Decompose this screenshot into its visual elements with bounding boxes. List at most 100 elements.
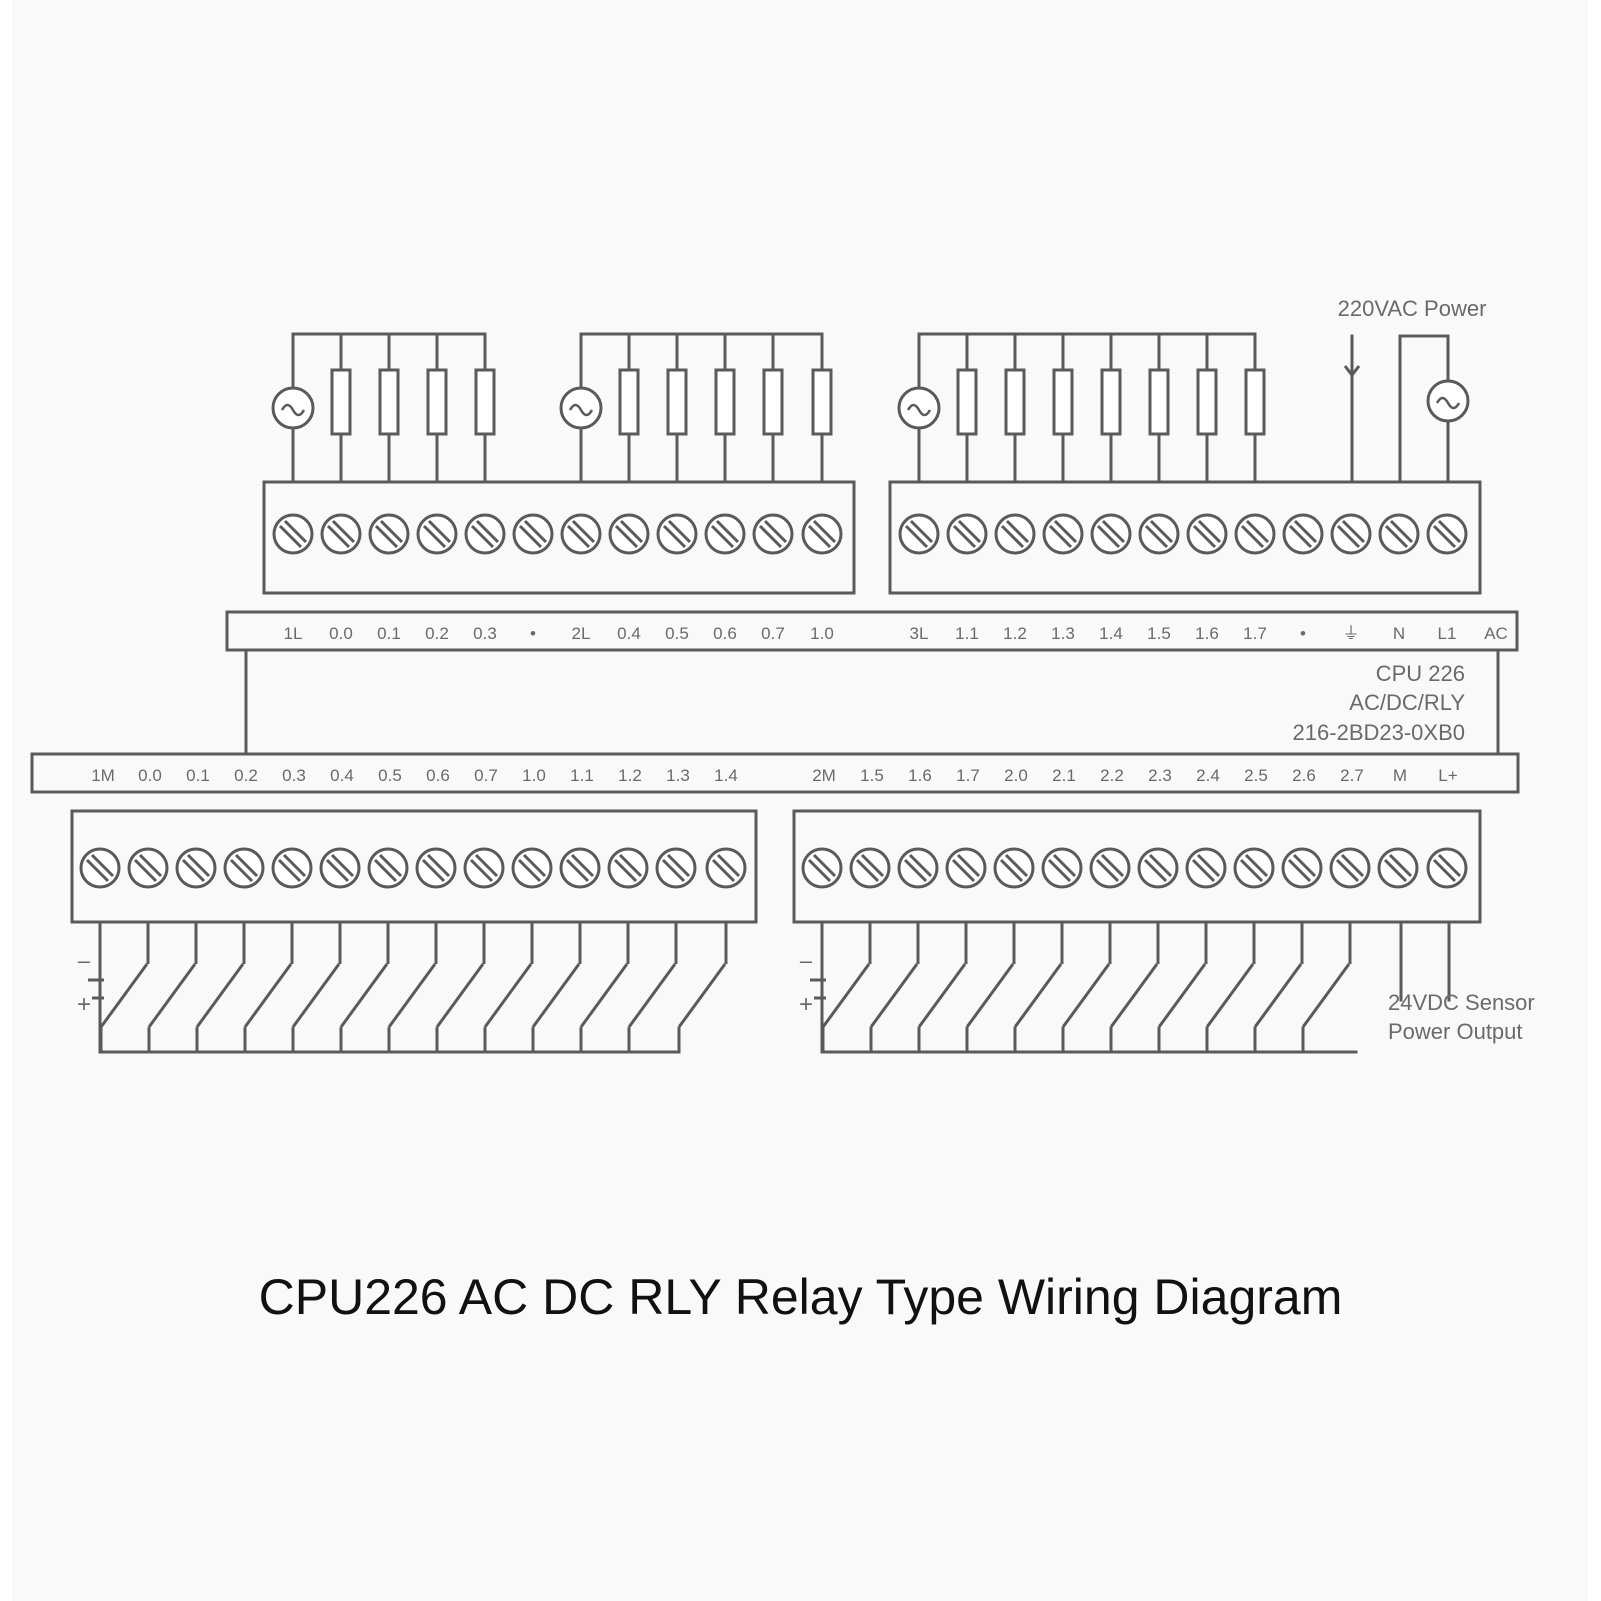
screw-terminal-icon <box>655 847 697 889</box>
load-resistor-icon <box>1100 368 1122 436</box>
input-terminal-label: 2.6 <box>1292 766 1316 785</box>
switch-contact-icon <box>1061 922 1112 1052</box>
input-terminal-label: 1M <box>91 766 115 785</box>
screw-terminal-icon <box>559 847 601 889</box>
screw-terminal-icon <box>608 513 650 555</box>
load-resistor-icon <box>1244 368 1266 436</box>
output-terminal-label: 1L <box>284 624 303 643</box>
screw-terminal-icon <box>801 513 843 555</box>
load-resistor-icon <box>956 368 978 436</box>
switch-contact-icon <box>1205 922 1256 1052</box>
screw-terminal-icon <box>1426 847 1468 889</box>
screw-terminal-icon <box>1329 847 1371 889</box>
screw-terminal-icon <box>127 847 169 889</box>
input-terminal-label: 1.2 <box>618 766 642 785</box>
screw-terminal-icon <box>1426 513 1468 555</box>
input-terminal-label: 2.2 <box>1100 766 1124 785</box>
output-terminal-label: 0.3 <box>473 624 497 643</box>
screw-terminal-icon <box>560 513 602 555</box>
output-terminal-label: AC <box>1484 624 1508 643</box>
input-terminal-label: 0.5 <box>378 766 402 785</box>
screw-terminal-icon <box>1233 847 1275 889</box>
output-terminal-label: 0.4 <box>617 624 641 643</box>
input-terminal-label: 2.4 <box>1196 766 1220 785</box>
screw-terminal-icon <box>801 847 843 889</box>
input-terminal-label: 1.5 <box>860 766 884 785</box>
output-terminal-label: 1.7 <box>1243 624 1267 643</box>
power-label: 220VAC Power <box>1338 296 1487 321</box>
diagram-background <box>12 0 1588 1601</box>
input-terminal-label: 2.7 <box>1340 766 1364 785</box>
output-terminal-label: 1.3 <box>1051 624 1075 643</box>
top-left-terminal-block <box>262 480 856 595</box>
svg-text:–: – <box>800 948 813 973</box>
output-label-strip <box>225 610 1519 652</box>
screw-terminal-icon <box>223 847 265 889</box>
load-resistor-icon <box>426 368 448 436</box>
input-terminal-label: 0.2 <box>234 766 258 785</box>
screw-terminal-icon <box>704 513 746 555</box>
screw-terminal-icon <box>271 847 313 889</box>
dc-source-icon: –+ <box>77 922 104 1052</box>
load-resistor-icon <box>1148 368 1170 436</box>
screw-terminal-icon <box>464 513 506 555</box>
load-resistor-icon <box>811 368 833 436</box>
switch-contact-icon <box>387 922 438 1052</box>
load-resistor-icon <box>618 368 640 436</box>
output-terminal-label: N <box>1393 624 1405 643</box>
output-terminal-label: 1.6 <box>1195 624 1219 643</box>
screw-terminal-icon <box>367 847 409 889</box>
screw-terminal-icon <box>897 847 939 889</box>
output-terminal-label: 3L <box>910 624 929 643</box>
switch-contact-icon <box>1301 922 1352 1052</box>
output-terminal-label: 0.0 <box>329 624 353 643</box>
switch-contact-icon <box>339 922 390 1052</box>
input-terminal-label: 0.6 <box>426 766 450 785</box>
screw-terminal-icon <box>1234 513 1276 555</box>
screw-terminal-icon <box>946 513 988 555</box>
screw-terminal-icon <box>1186 513 1228 555</box>
output-terminal-label: 1.5 <box>1147 624 1171 643</box>
load-resistor-icon <box>714 368 736 436</box>
switch-contact-icon <box>435 922 486 1052</box>
bottom-left-terminal-block <box>70 809 758 924</box>
output-terminal-label: ⏚ <box>1343 624 1360 643</box>
switch-contact-icon <box>821 922 872 1052</box>
input-terminal-label: 2.1 <box>1052 766 1076 785</box>
input-terminal-label: 0.7 <box>474 766 498 785</box>
screw-terminal-icon <box>945 847 987 889</box>
input-terminal-label: M <box>1393 766 1407 785</box>
sensor-label-line-2: Power Output <box>1388 1019 1523 1044</box>
output-terminal-label: 0.5 <box>665 624 689 643</box>
load-resistor-icon <box>474 368 496 436</box>
switch-contact-icon <box>1157 922 1208 1052</box>
load-resistor-icon <box>666 368 688 436</box>
screw-terminal-icon <box>752 513 794 555</box>
screw-terminal-icon <box>993 847 1035 889</box>
input-terminal-label: 1.6 <box>908 766 932 785</box>
switch-contact-icon <box>99 922 150 1052</box>
screw-terminal-icon <box>175 847 217 889</box>
top-right-terminal-block <box>888 480 1482 595</box>
switch-contact-icon <box>531 922 582 1052</box>
input-terminal-label: L+ <box>1438 766 1457 785</box>
output-terminal-label: 1.0 <box>810 624 834 643</box>
switch-contact-icon <box>869 922 920 1052</box>
ground-icon <box>1343 355 1361 378</box>
input-terminal-label: 0.0 <box>138 766 162 785</box>
input-terminal-label: 2.5 <box>1244 766 1268 785</box>
switch-contact-icon <box>243 922 294 1052</box>
switch-contact-icon <box>483 922 534 1052</box>
screw-terminal-icon <box>320 513 362 555</box>
load-resistor-icon <box>1004 368 1026 436</box>
switch-contact-icon <box>579 922 630 1052</box>
screw-terminal-icon <box>1377 847 1419 889</box>
screw-terminal-icon <box>415 847 457 889</box>
switch-contact-icon <box>1253 922 1304 1052</box>
svg-text:+: + <box>77 991 91 1018</box>
screw-terminal-icon <box>898 513 940 555</box>
input-terminal-label: 2.0 <box>1004 766 1028 785</box>
output-terminal-label: L1 <box>1438 624 1457 643</box>
screw-terminal-icon <box>705 847 747 889</box>
